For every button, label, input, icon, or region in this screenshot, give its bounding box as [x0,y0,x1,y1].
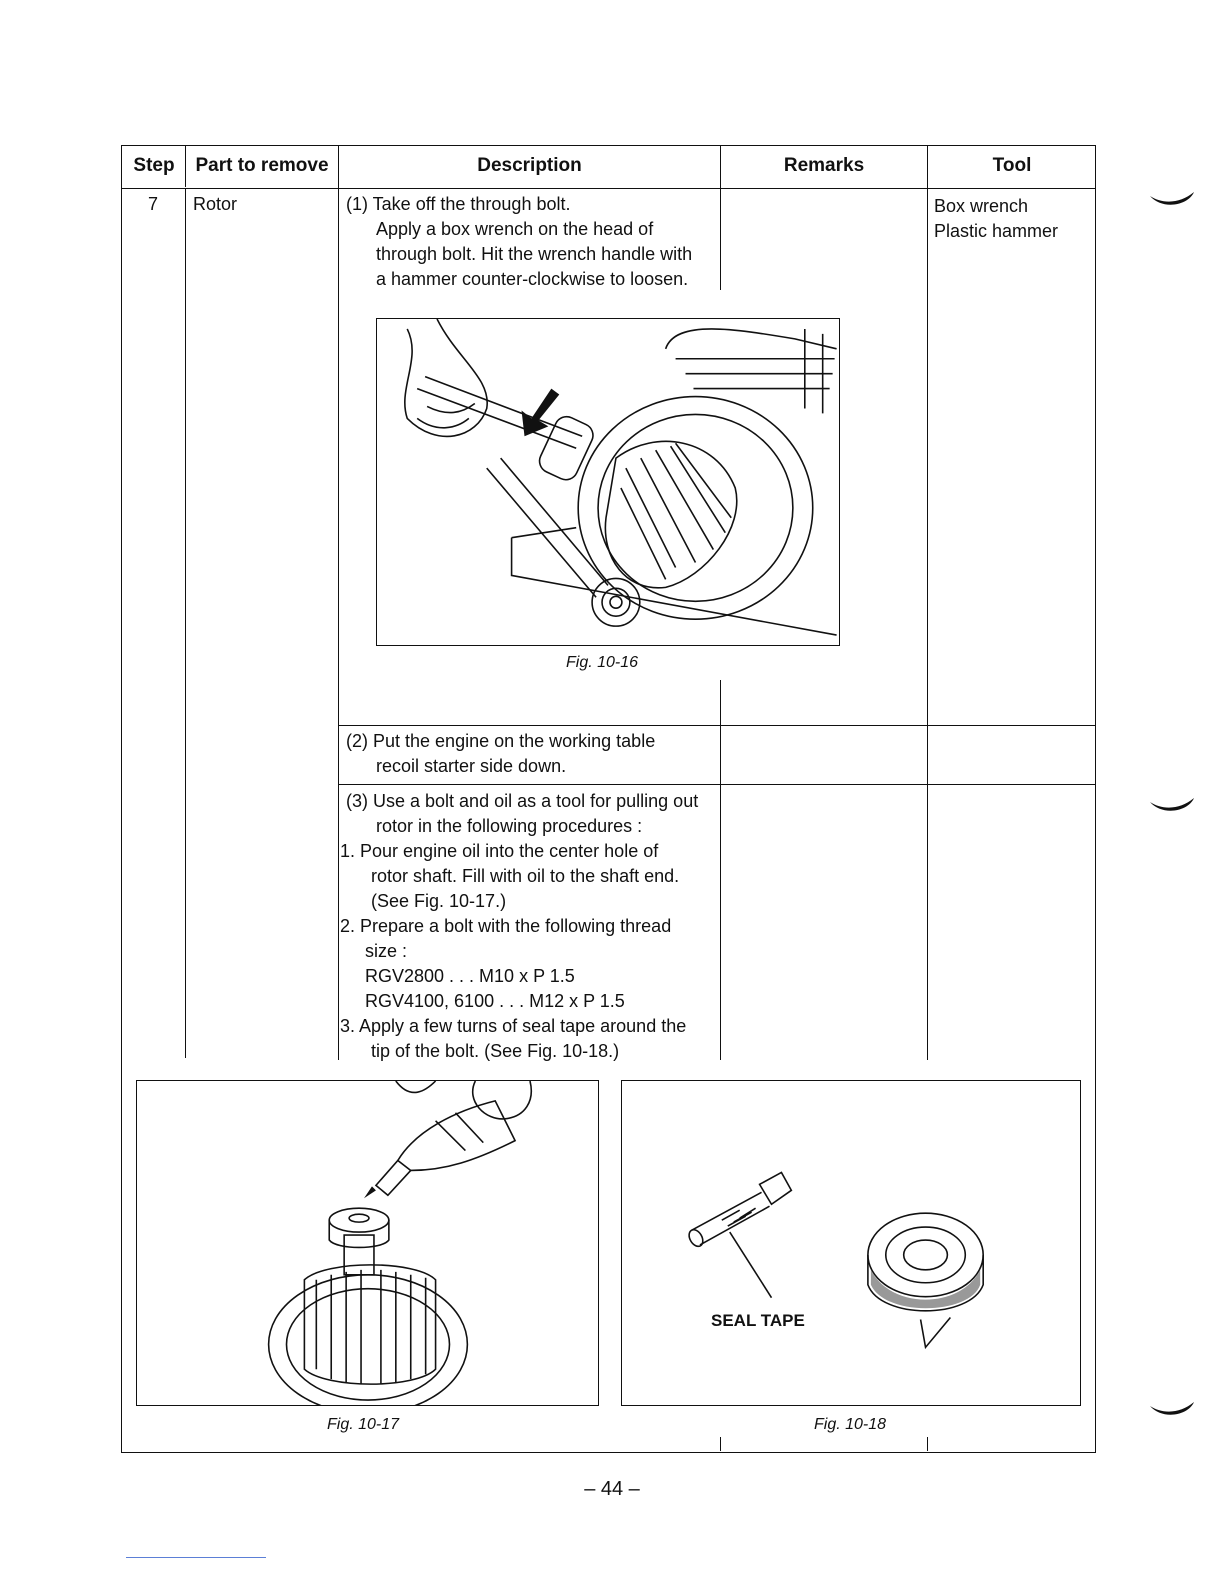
footer-rule [126,1557,266,1558]
step3-item1-line: rotor shaft. Fill with oil to the shaft … [371,866,680,886]
step-number: 7 [148,194,159,214]
page-number: – 44 – [584,1478,640,1500]
step3-item2-line: RGV4100, 6100 . . . M12 x P 1.5 [365,991,625,1011]
bottom-tick [927,1437,928,1451]
caption-fig-10-18: Fig. 10-18 [814,1416,887,1433]
step3-item2-line: size : [365,941,408,961]
caption-fig-10-17: Fig. 10-17 [327,1416,400,1433]
header-tool: Tool [992,155,1032,176]
step3-item2: 2. Prepare a bolt with the following thr… [340,916,672,936]
binding-mark-icon [1150,798,1194,811]
col-rule-step-header [185,145,186,187]
step1-line: through bolt. Hit the wrench handle with [376,244,693,264]
header-rule [121,188,1096,189]
figure-10-18 [621,1080,1081,1406]
bolt-and-seal-tape-illustration [688,1171,984,1350]
step2-title: (2) Put the engine on the working table [346,731,656,751]
col-rule-step [185,188,186,1058]
tool-plastic-hammer: Plastic hammer [934,221,1059,241]
step2-line: recoil starter side down. [376,756,567,776]
step3-title: (3) Use a bolt and oil as a tool for pul… [346,791,699,811]
step1-text: (1) Take off the through bolt. Apply a b… [346,192,692,292]
step1-title: (1) Take off the through bolt. [346,194,571,214]
step3-text: (3) Use a bolt and oil as a tool for pul… [340,789,699,1064]
binding-mark-icon [1150,1402,1194,1415]
header-description: Description [477,155,582,176]
header-part-to-remove: Part to remove [195,155,329,176]
row-rule-step2 [338,725,1096,726]
tool-box-wrench: Box wrench [934,196,1029,216]
header-remarks: Remarks [783,155,865,176]
step1-line: Apply a box wrench on the head of [376,219,654,239]
col-rule-remarks [927,145,928,1060]
step3-item3-line: tip of the bolt. (See Fig. 10-18.) [371,1041,620,1061]
step2-text: (2) Put the engine on the working table … [346,729,655,779]
row-rule-step3 [338,784,1096,785]
header-step: Step [133,155,175,176]
step3-item1-line: (See Fig. 10-17.) [371,891,507,911]
step3-item1: 1. Pour engine oil into the center hole … [340,841,659,861]
table-frame [121,145,1096,1453]
col-rule-part [338,145,339,1060]
col-rule-desc-bottom [720,680,721,1060]
bottom-tick [720,1437,721,1451]
hammer-wrench-illustration [404,319,837,636]
seal-tape-label: SEAL TAPE [711,1311,805,1330]
col-rule-desc-top [720,145,721,290]
step3-item2-line: RGV2800 . . . M10 x P 1.5 [365,966,575,986]
binding-mark-icon [1150,192,1194,205]
caption-fig-10-16: Fig. 10-16 [566,654,639,671]
step3-item3: 3. Apply a few turns of seal tape around… [340,1016,687,1036]
oil-pour-illustration [267,1081,532,1405]
part-name: Rotor [193,194,238,214]
step1-line: a hammer counter-clockwise to loosen. [376,269,689,289]
figure-10-16 [376,318,840,646]
figure-10-17 [136,1080,599,1406]
step3-title-cont: rotor in the following procedures : [376,816,643,836]
